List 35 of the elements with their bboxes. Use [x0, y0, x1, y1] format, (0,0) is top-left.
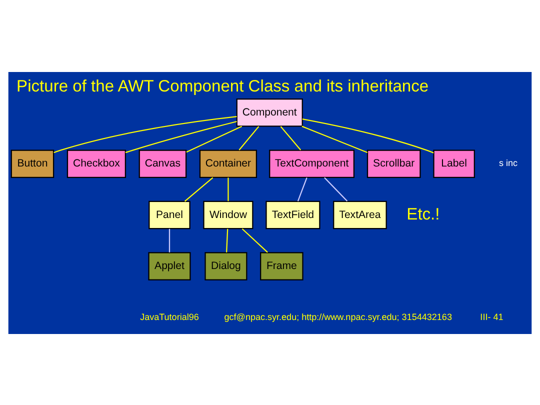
connector: [226, 228, 228, 252]
node-box: Panel: [148, 200, 190, 229]
connector: [238, 126, 260, 150]
connector: [302, 125, 368, 153]
diagram-title: Picture of the AWT Component Class and its inheritance: [16, 76, 429, 95]
node-box: Checkbox: [66, 149, 126, 178]
connector: [168, 228, 170, 252]
label: gcf@npac.syr.edu; http://www.npac.syr.edu; 3154432163: [224, 311, 452, 322]
label: s inc: [499, 158, 518, 168]
node-box: TextField: [266, 200, 320, 229]
node-box: Container: [199, 149, 258, 178]
label: Etc.!: [406, 204, 440, 223]
label: III- 41: [480, 311, 504, 322]
connector: [302, 118, 434, 153]
node-box: Label: [433, 149, 475, 178]
connector: [54, 116, 237, 153]
node-box: TextComponent: [269, 149, 354, 178]
connector: [324, 176, 348, 202]
connector: [280, 126, 302, 150]
node-box: Window: [203, 200, 254, 229]
connector: [242, 228, 268, 252]
node-box: Component: [236, 98, 303, 126]
node-box: Dialog: [204, 252, 248, 280]
connector: [186, 125, 242, 152]
label: JavaTutorial96: [140, 311, 199, 322]
node-box: Applet: [148, 252, 191, 280]
node-box: Scrollbar: [366, 149, 421, 178]
node-box: Frame: [260, 252, 304, 280]
connector: [125, 120, 237, 153]
connector: [297, 176, 308, 201]
node-box: TextArea: [333, 200, 387, 229]
connector: [228, 177, 229, 201]
node-box: Canvas: [138, 149, 187, 178]
connector: [184, 176, 214, 202]
node-box: Button: [10, 149, 54, 178]
